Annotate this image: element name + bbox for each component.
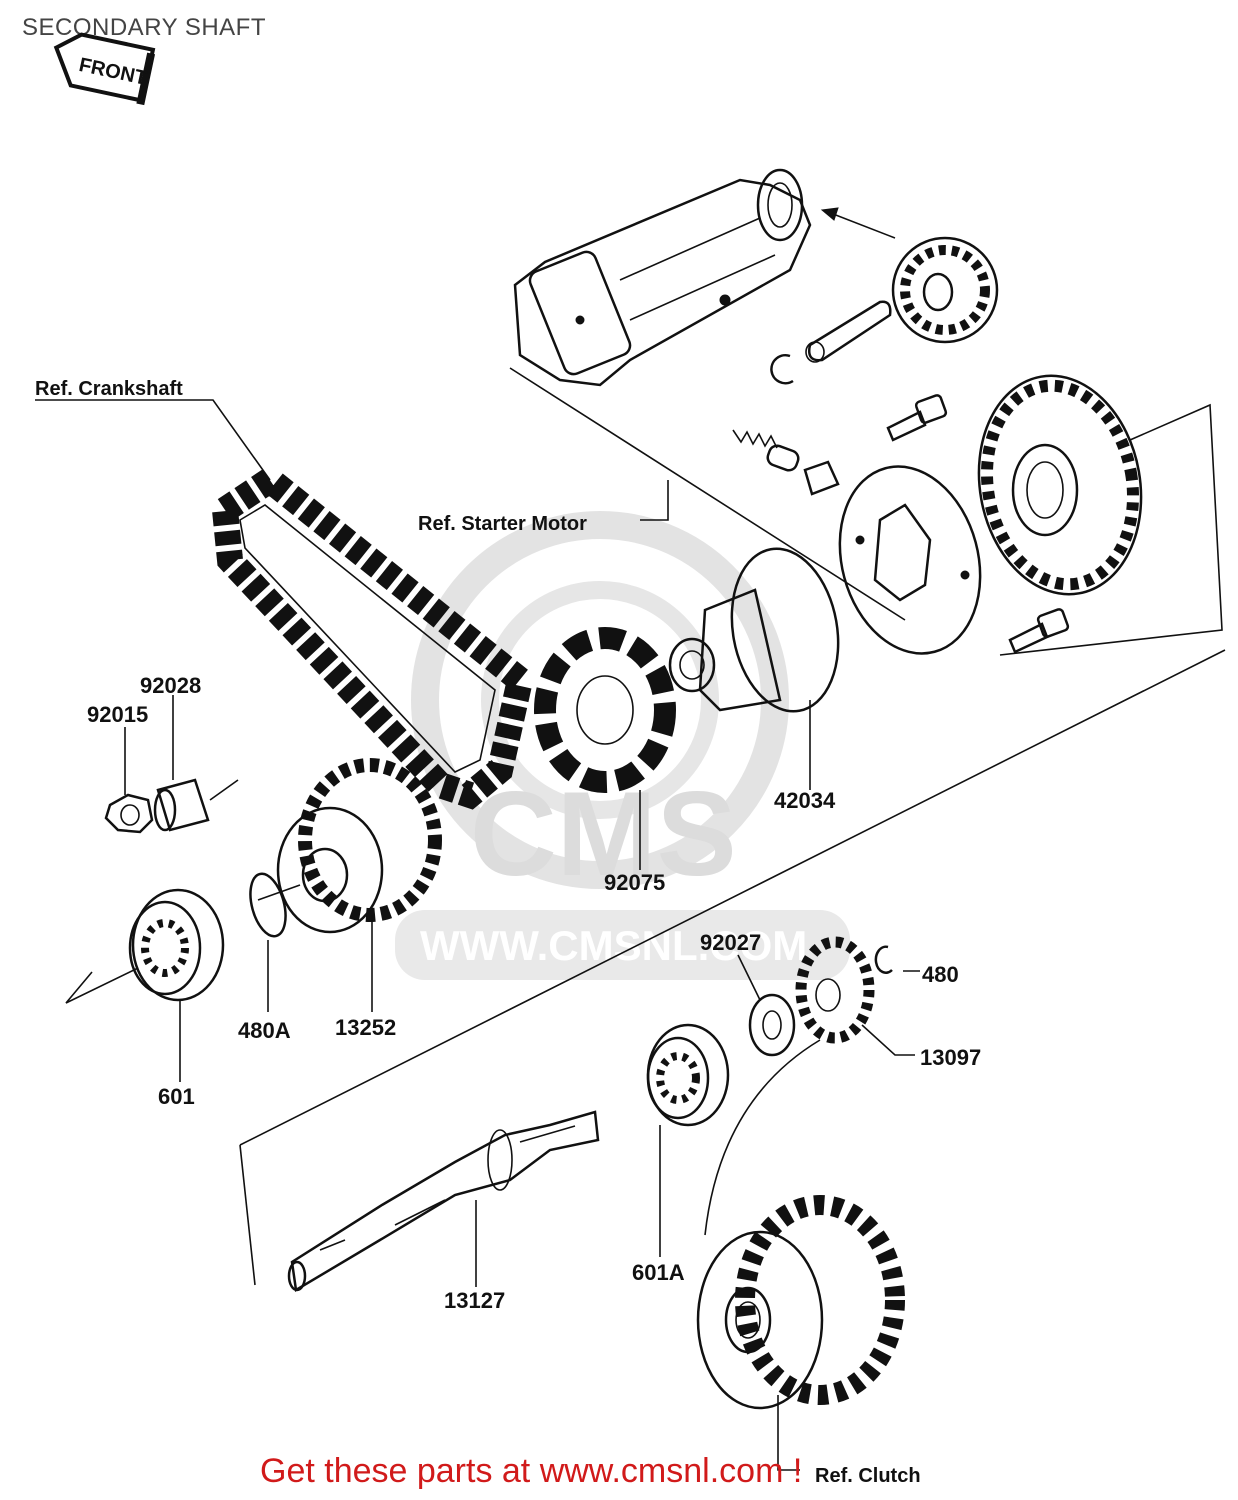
promo-link-text[interactable]: Get these parts at www.cmsnl.com !	[260, 1452, 803, 1490]
leader-lines	[35, 399, 920, 1471]
part-label-601: 601	[158, 1084, 195, 1109]
assembly-divider-lines	[239, 649, 1226, 1286]
part-label-601a: 601A	[632, 1260, 685, 1285]
drive-chain	[211, 463, 535, 810]
gear-13252	[257, 758, 442, 934]
page-title: SECONDARY SHAFT	[22, 14, 266, 41]
circlip-480a	[249, 872, 287, 938]
ref-starter-motor-label: Ref. Starter Motor	[418, 513, 587, 535]
starter-idle-gear	[820, 207, 999, 344]
starter-clutch-body	[838, 465, 982, 655]
ref-crankshaft-label: Ref. Crankshaft	[35, 378, 183, 400]
part-label-480a: 480A	[238, 1018, 291, 1043]
part-label-42034: 42034	[774, 788, 836, 813]
part-label-92015: 92015	[87, 702, 148, 727]
part-label-480: 480	[922, 962, 959, 987]
part-label-92075: 92075	[604, 870, 665, 895]
part-label-92027: 92027	[700, 930, 761, 955]
washer-92027	[748, 993, 796, 1057]
ref-clutch-label: Ref. Clutch	[815, 1465, 921, 1487]
starter-clutch-hub-42034	[668, 547, 840, 713]
secondary-shaft-13127	[287, 1110, 600, 1293]
clutch-housing	[696, 1195, 905, 1410]
part-label-13097: 13097	[920, 1045, 981, 1070]
nut-92015	[104, 793, 154, 834]
part-label-13252: 13252	[335, 1015, 396, 1040]
starter-driven-gear	[977, 374, 1143, 596]
bearing-601	[65, 888, 225, 1004]
circlip-480	[874, 945, 893, 974]
collar-92028	[153, 778, 239, 832]
front-arrow-tag: FRONT	[53, 32, 156, 106]
damper-rubbers-92075	[534, 627, 676, 793]
upper-bolt	[886, 394, 948, 442]
cms-watermark: CMS WWW.CMSNL.COM	[395, 511, 850, 980]
starter-motor	[513, 168, 812, 387]
watermark-url: WWW.CMSNL.COM	[420, 922, 807, 969]
part-label-92028: 92028	[140, 673, 201, 698]
gear-13097	[795, 936, 875, 1044]
spring-roller-cap	[732, 429, 840, 496]
lower-bolt	[1008, 608, 1070, 654]
gear-shaft-pin	[770, 300, 892, 385]
starter-motor-leader	[509, 367, 1223, 656]
part-label-13127: 13127	[444, 1288, 505, 1313]
bearing-601a	[646, 1023, 730, 1127]
